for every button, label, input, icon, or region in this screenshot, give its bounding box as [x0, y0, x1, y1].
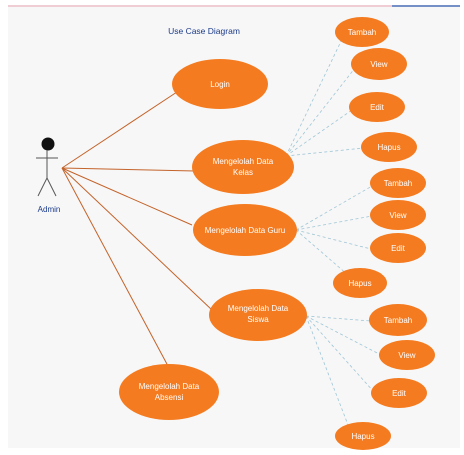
guru-action-view-shape	[370, 200, 426, 230]
kelas-action-view[interactable]: View	[351, 48, 407, 80]
guru-action-hapus[interactable]: Hapus	[333, 268, 387, 298]
ext-kelas-view	[285, 67, 356, 157]
kelas-action-edit-label: Edit	[370, 103, 385, 112]
use-case-guru-shape	[193, 204, 297, 256]
use-case-absensi-shape	[119, 364, 219, 420]
assoc-login	[61, 89, 181, 169]
guru-action-edit-label: Edit	[391, 244, 406, 253]
assoc-guru	[61, 167, 193, 226]
kelas-action-view-label: View	[370, 60, 387, 69]
guru-action-view[interactable]: View	[370, 200, 426, 230]
guru-action-edit-shape	[370, 233, 426, 263]
kelas-action-tambah-label: Tambah	[348, 28, 376, 37]
siswa-action-tambah-label: Tambah	[384, 316, 412, 325]
kelas-action-hapus[interactable]: Hapus	[361, 132, 417, 162]
use-case-kelas-shape	[192, 140, 294, 194]
assoc-absensi	[61, 167, 169, 367]
guru-action-hapus-shape	[333, 268, 387, 298]
use-case-login[interactable]: Login	[172, 59, 268, 109]
guru-action-edit[interactable]: Edit	[370, 233, 426, 263]
kelas-action-hapus-shape	[361, 132, 417, 162]
guru-action-hapus-label: Hapus	[348, 279, 371, 288]
use-case-guru-label: Mengelolah Data Guru	[205, 226, 286, 235]
kelas-action-tambah-shape	[335, 17, 389, 47]
use-case-absensi-label-line2: Absensi	[155, 393, 184, 402]
guru-action-tambah-label: Tambah	[384, 179, 412, 188]
siswa-action-view-label: View	[398, 351, 415, 360]
ext-guru-hapus	[295, 229, 349, 276]
use-case-kelas-label-line2: Kelas	[233, 168, 253, 177]
siswa-action-edit-label: Edit	[392, 389, 407, 398]
use-case-guru[interactable]: Mengelolah Data Guru	[193, 204, 297, 256]
guru-action-tambah[interactable]: Tambah	[370, 168, 426, 198]
kelas-action-view-shape	[351, 48, 407, 80]
kelas-action-edit[interactable]: Edit	[349, 92, 405, 122]
actor-head	[41, 137, 55, 151]
siswa-action-tambah-shape	[369, 304, 427, 336]
ext-siswa-edit	[305, 315, 375, 393]
diagram-title: Use Case Diagram	[168, 26, 240, 36]
guru-action-view-label: View	[389, 211, 406, 220]
kelas-action-tambah[interactable]: Tambah	[335, 17, 389, 47]
assoc-siswa	[61, 167, 213, 311]
siswa-action-hapus[interactable]: Hapus	[335, 422, 391, 450]
ext-kelas-tambah	[285, 34, 345, 157]
use-case-absensi-label-line1: Mengelolah Data	[139, 382, 200, 391]
ext-kelas-edit	[285, 109, 353, 157]
use-case-login-label: Login	[210, 80, 230, 89]
use-case-siswa-label-line2: Siswa	[247, 315, 269, 324]
guru-action-tambah-shape	[370, 168, 426, 198]
siswa-action-hapus-label: Hapus	[351, 432, 374, 441]
siswa-action-edit[interactable]: Edit	[371, 378, 427, 408]
siswa-action-view-shape	[379, 340, 435, 370]
ext-kelas-hapus	[285, 147, 365, 157]
ext-siswa-hapus	[305, 315, 351, 431]
kelas-action-edit-shape	[349, 92, 405, 122]
use-case-siswa[interactable]: Mengelolah Data Siswa	[209, 289, 307, 341]
ext-guru-edit	[295, 229, 372, 250]
siswa-action-view[interactable]: View	[379, 340, 435, 370]
extend-lines	[285, 34, 382, 431]
assoc-kelas	[61, 167, 196, 172]
use-case-kelas-label-line1: Mengelolah Data	[213, 157, 274, 166]
siswa-action-edit-shape	[371, 378, 427, 408]
association-lines	[61, 89, 213, 367]
use-case-absensi[interactable]: Mengelolah Data Absensi	[119, 364, 219, 420]
actor-right-leg	[46, 177, 57, 197]
siswa-action-tambah[interactable]: Tambah	[369, 304, 427, 336]
use-case-login-shape	[172, 59, 268, 109]
kelas-action-hapus-label: Hapus	[377, 143, 400, 152]
use-case-siswa-shape	[209, 289, 307, 341]
actor-label: Admin	[38, 205, 61, 214]
actor-left-leg	[37, 177, 48, 197]
siswa-action-hapus-shape	[335, 422, 391, 450]
use-case-kelas[interactable]: Mengelolah Data Kelas	[192, 140, 294, 194]
use-case-siswa-label-line1: Mengelolah Data	[228, 304, 289, 313]
ext-guru-view	[295, 215, 373, 231]
ext-guru-tambah	[295, 185, 373, 231]
actor-admin[interactable]: Admin	[36, 137, 61, 215]
